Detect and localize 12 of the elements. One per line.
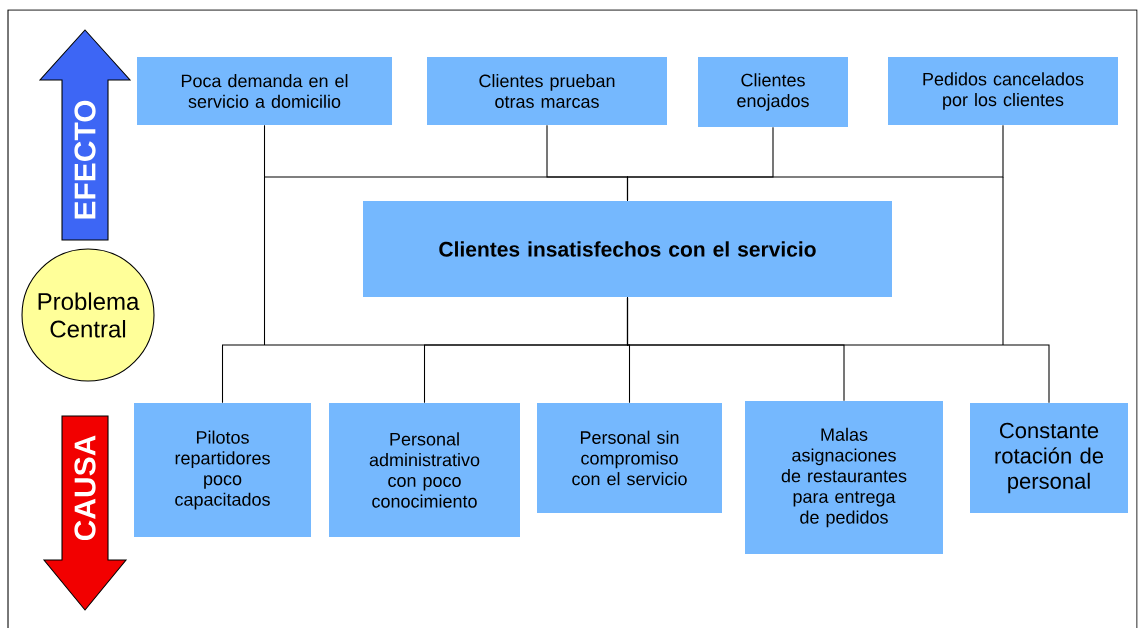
connector-line bbox=[626, 296, 1050, 404]
problem-box: Clientes insatisfechos con el servicio bbox=[363, 201, 892, 297]
cause-box: Constante rotación de personal bbox=[970, 403, 1128, 513]
effect-box: Poca demanda en el servicio a domicilio bbox=[137, 57, 392, 125]
effect-box: Clientes enojados bbox=[698, 57, 848, 127]
effect-box: Clientes prueban otras marcas bbox=[427, 57, 667, 125]
cause-box: Pilotos repartidores poco capacitados bbox=[134, 403, 311, 537]
cause-box: Malas asignaciones de restaurantes para entrega de pedidos bbox=[745, 401, 943, 554]
cause-box: Personal administrativo con poco conocimiento bbox=[329, 403, 520, 537]
connector-line bbox=[626, 124, 1004, 202]
effect-box: Pedidos cancelados por los clientes bbox=[888, 57, 1118, 125]
cause-box: Personal sin compromiso con el servicio bbox=[537, 403, 722, 513]
